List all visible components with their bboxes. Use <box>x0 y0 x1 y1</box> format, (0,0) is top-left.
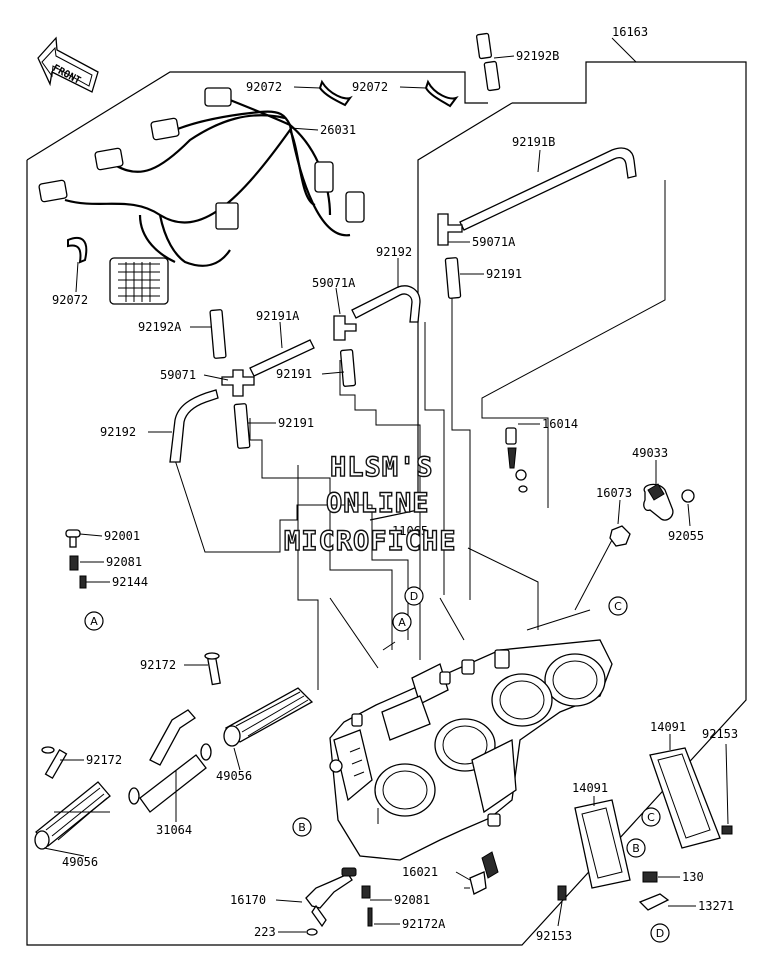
part-label: 14091 <box>650 720 686 734</box>
part-label: 92191B <box>512 135 555 149</box>
watermark-line-2: ONLINE <box>325 487 430 519</box>
part-label: 16170 <box>230 893 266 907</box>
part-label: 92081 <box>394 893 430 907</box>
hoses <box>169 32 637 463</box>
part-label: 92081 <box>106 555 142 569</box>
callout-b-left: B <box>298 821 306 834</box>
callout-c-bottom: C <box>647 811 655 824</box>
part-label: 92072 <box>52 293 88 307</box>
part-label: 92191 <box>486 267 522 281</box>
part-label: 92001 <box>104 529 140 543</box>
part-label: 49056 <box>62 855 98 869</box>
fuel-pipe <box>128 709 212 813</box>
part-label: 92192 <box>376 245 412 259</box>
callout-c-top: C <box>614 600 622 613</box>
part-label: 92055 <box>668 529 704 543</box>
part-label: 92172A <box>402 917 446 931</box>
clip-130-13271 <box>638 871 670 911</box>
part-label: 49033 <box>632 446 668 460</box>
part-label: 130 <box>682 870 704 884</box>
part-label: 59071A <box>312 276 356 290</box>
part-label: 59071 <box>160 368 196 382</box>
screw-set <box>65 529 87 589</box>
part-label: 92191A <box>256 309 300 323</box>
part-label: 92153 <box>702 727 738 741</box>
callout-d-bottom: D <box>656 927 664 940</box>
fuel-rail-left <box>34 746 111 850</box>
callout-a-top: A <box>398 616 406 629</box>
part-label: 92072 <box>352 80 388 94</box>
connector <box>204 87 232 107</box>
part-label: 223 <box>254 925 276 939</box>
part-label: 49056 <box>216 769 252 783</box>
part-label: 92172 <box>86 753 122 767</box>
part-label: 26031 <box>320 123 356 137</box>
part-label: 31064 <box>156 823 192 837</box>
part-label: 92072 <box>246 80 282 94</box>
part-label: 92192A <box>138 320 182 334</box>
part-label: 92144 <box>112 575 148 589</box>
sensor-16021 <box>464 851 499 895</box>
callout-a-left: A <box>90 615 98 628</box>
watermark-line-1: HLSM'S <box>329 451 434 483</box>
part-labels: 16163 92192B 92072 92072 26031 92191B 59… <box>43 25 738 943</box>
sensor-16170 <box>305 867 373 936</box>
part-label: 16073 <box>596 486 632 500</box>
watermark-line-3: MICROFICHE <box>283 525 457 557</box>
gasket-14091-upper <box>649 747 733 849</box>
fuel-rail-upper <box>204 652 314 747</box>
callout-b-right: B <box>632 842 640 855</box>
part-label: 92172 <box>140 658 176 672</box>
callout-d-top: D <box>410 590 418 603</box>
part-label: 92192B <box>516 49 559 63</box>
front-arrow-icon: FRONT <box>37 36 99 93</box>
gasket-14091-lower <box>557 799 631 901</box>
part-label: 11065 <box>392 524 428 538</box>
part-label: 16021 <box>402 865 438 879</box>
part-label: 14091 <box>572 781 608 795</box>
part-label: 92192 <box>100 425 136 439</box>
part-label: 59071A <box>472 235 516 249</box>
callouts: A A D C B B C D <box>84 586 670 943</box>
part-label: 16163 <box>612 25 648 39</box>
idle-sensor-parts <box>505 427 695 547</box>
part-label: 13271 <box>698 899 734 913</box>
part-label: 92191 <box>278 416 314 430</box>
part-label: 92153 <box>536 929 572 943</box>
throttle-body <box>329 639 613 861</box>
wire-harness <box>38 87 365 305</box>
part-label: 16014 <box>542 417 578 431</box>
assembly-frame <box>26 61 747 946</box>
clamp <box>67 79 459 264</box>
part-label: 92191 <box>276 367 312 381</box>
